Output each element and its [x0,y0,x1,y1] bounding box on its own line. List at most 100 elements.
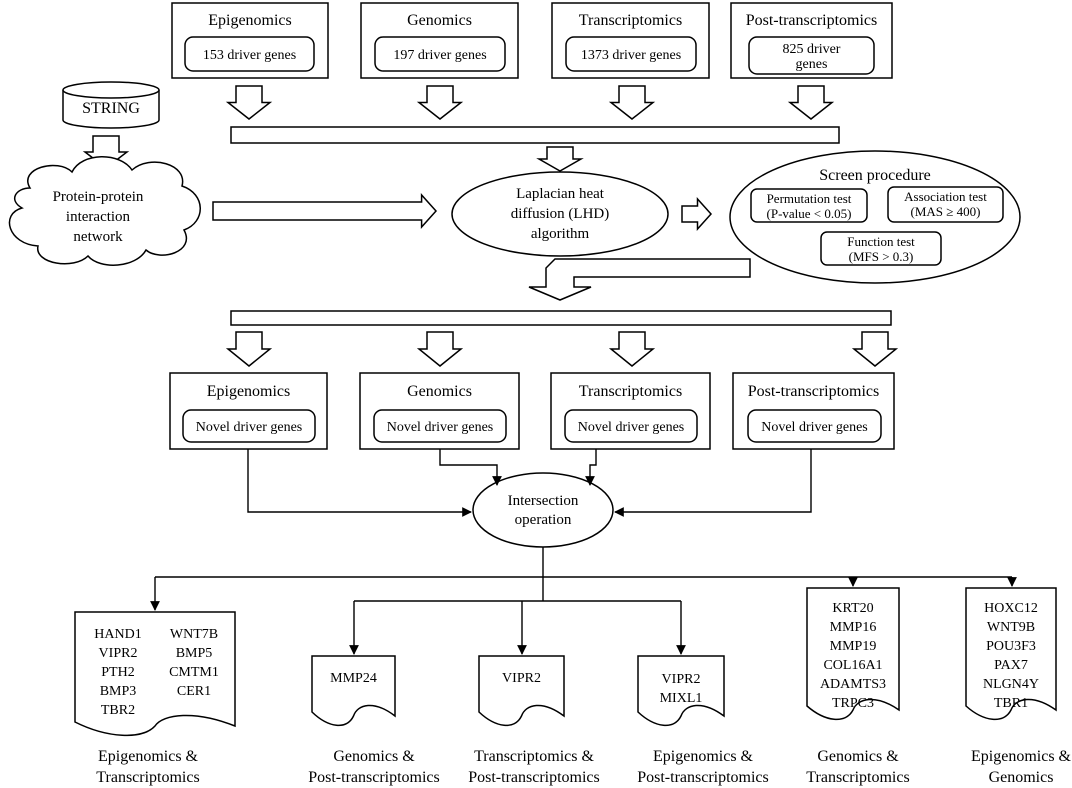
lhd-algorithm-label: Laplacian heat [516,186,605,202]
result-gene: MIXL1 [660,691,703,706]
result-gene: PTH2 [101,665,134,680]
result-gene: TBR1 [994,696,1028,711]
result-gene: MMP19 [830,639,877,654]
connector-line [247,449,472,517]
top-driver-count-box [565,36,697,72]
database-icon-top [62,81,160,99]
novel-driver-label: Novel driver genes [196,420,303,435]
result-caption: Genomics & [333,748,415,765]
top-omics-title: Post-transcriptomics [746,12,878,29]
down-arrow-icon [225,331,273,367]
result-gene: CER1 [177,684,211,699]
result-caption: Epigenomics & [98,748,199,765]
cloud-icon [8,156,201,266]
result-gene: VIPR2 [502,671,541,686]
result-document [806,587,900,720]
lhd-algorithm-node [451,171,669,257]
result-gene: POU3F3 [986,639,1036,654]
top-driver-count: 197 driver genes [393,48,486,63]
result-caption: Post-transcriptomics [308,769,440,786]
connector-line [585,449,597,486]
result-gene: MMP16 [830,620,877,635]
collector-bar [230,126,840,144]
novel-driver-box [182,409,316,443]
novel-driver-label: Novel driver genes [761,420,868,435]
ppi-network-label: network [73,229,123,245]
result-gene: ADAMTS3 [820,677,886,692]
down-arrow-icon [536,146,584,172]
top-driver-count-box [374,36,506,72]
top-omics-title: Epigenomics [208,12,292,29]
ppi-network-label: interaction [66,209,131,225]
top-driver-count-box [748,36,875,75]
result-gene: PAX7 [994,658,1028,673]
novel-omics-title: Transcriptomics [579,383,682,400]
result-document [74,611,236,736]
result-caption: Transcriptomics [806,769,909,786]
result-gene: CMTM1 [169,665,219,680]
novel-driver-label: Novel driver genes [387,420,494,435]
result-caption: Epigenomics & [653,748,754,765]
down-arrow-icon [225,85,273,120]
result-gene: VIPR2 [662,672,701,687]
result-caption: Genomics [989,769,1054,786]
screen-test-label: (MFS > 0.3) [849,249,914,264]
novel-omics-title: Post-transcriptomics [748,383,880,400]
screen-test-label: Function test [847,234,915,249]
result-document [965,587,1057,720]
database-icon [62,90,160,129]
result-caption: Epigenomics & [971,748,1072,765]
result-gene: WNT9B [987,620,1035,635]
result-document [478,655,565,726]
screen-test-box [887,186,1004,223]
lhd-algorithm-label: algorithm [531,226,590,242]
down-arrow-icon [787,85,835,120]
down-arrow-icon [608,85,656,120]
connector-line [614,449,812,517]
result-caption: Transcriptomics & [474,748,594,765]
novel-driver-label: Novel driver genes [578,420,685,435]
right-arrow-icon [212,193,438,229]
down-arrow-icon [851,331,899,367]
result-gene: BMP5 [176,646,213,661]
novel-omics-title: Epigenomics [207,383,291,400]
result-gene: NLGN4Y [983,677,1039,692]
ppi-network-label: Protein-protein [53,189,144,205]
screen-procedure-title: Screen procedure [819,167,931,184]
result-caption: Genomics & [817,748,899,765]
novel-omics-title: Genomics [407,383,472,400]
intersection-label: operation [515,512,572,528]
novel-driver-box [564,409,698,443]
result-gene: HOXC12 [984,601,1038,616]
down-arrow-icon [608,331,656,367]
top-omics-title: Transcriptomics [579,12,682,29]
result-gene: COL16A1 [823,658,882,673]
result-gene: TBR2 [101,703,135,718]
down-arrow-icon [416,331,464,367]
screen-test-label: Association test [904,189,987,204]
result-document [637,655,725,726]
down-arrow-icon [416,85,464,120]
screen-test-box [750,188,868,223]
top-omics-title: Genomics [407,12,472,29]
collector-bar [230,310,892,326]
intersection-node [472,472,614,548]
result-gene: MMP24 [330,671,377,686]
result-document [311,655,396,726]
result-gene: BMP3 [100,684,137,699]
screen-test-label: (P-value < 0.05) [767,206,852,221]
bent-arrow-icon [528,258,751,301]
top-driver-count: 153 driver genes [203,48,296,63]
novel-driver-box [373,409,507,443]
screen-test-label: (MAS ≥ 400) [911,204,981,219]
intersection-label: Intersection [508,493,579,509]
screen-test-box [820,231,942,266]
result-gene: KRT20 [832,601,873,616]
top-driver-count: 825 driver [783,42,841,57]
result-caption: Post-transcriptomics [637,769,769,786]
top-driver-count: 1373 driver genes [581,48,681,63]
result-caption: Post-transcriptomics [468,769,600,786]
result-caption: Transcriptomics [96,769,199,786]
string-database-label: STRING [82,100,140,117]
